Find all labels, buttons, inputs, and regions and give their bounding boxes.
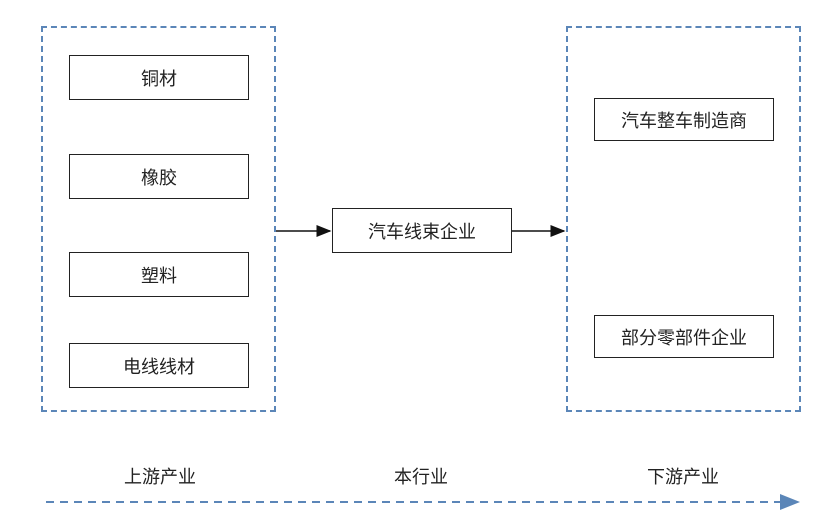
stage-label-upstream: 上游产业 bbox=[124, 467, 196, 488]
downstream-item-oem: 汽车整车制造商 bbox=[594, 98, 774, 141]
upstream-group bbox=[41, 26, 276, 412]
downstream-group bbox=[566, 26, 801, 412]
downstream-item-parts: 部分零部件企业 bbox=[594, 315, 774, 358]
stage-label-downstream: 下游产业 bbox=[647, 467, 719, 488]
upstream-item-copper: 铜材 bbox=[69, 55, 249, 100]
stage-label-industry: 本行业 bbox=[394, 467, 448, 488]
upstream-item-plastic: 塑料 bbox=[69, 252, 249, 297]
upstream-item-wire: 电线线材 bbox=[69, 343, 249, 388]
upstream-item-rubber: 橡胶 bbox=[69, 154, 249, 199]
center-node-harness-enterprise: 汽车线束企业 bbox=[332, 208, 512, 253]
